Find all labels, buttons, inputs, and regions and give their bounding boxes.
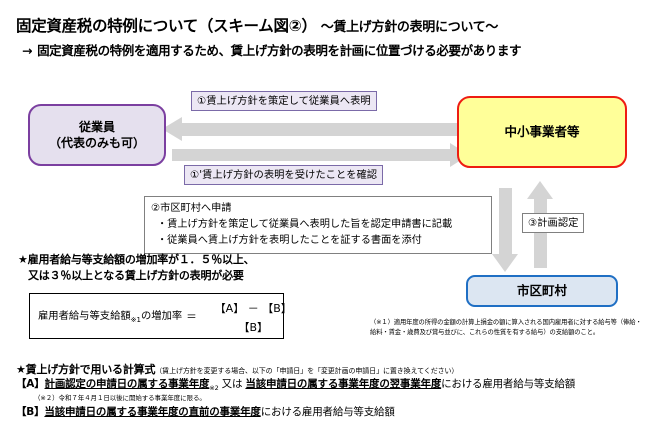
- requirement-line1: ★雇用者給与等支給額の増加率が１．５％以上、: [18, 253, 255, 266]
- arrow-employee-to-sme-shaft: [172, 149, 452, 161]
- node-city: 市区町村: [466, 275, 618, 307]
- label-step3: ③計画認定: [522, 213, 585, 233]
- formula-equals: ＝: [186, 310, 197, 323]
- node-sme-label: 中小事業者等: [504, 123, 580, 139]
- calc-line-a-tail: における雇用者給与等支給額: [441, 378, 576, 390]
- calc-section-heading-text: ★賃上げ方針で用いる計算式: [16, 363, 156, 376]
- calc-line-b-bracket: 【B】: [16, 406, 45, 418]
- calc-line-a: 【A】計画認定の申請日の属する事業年度※2 又は 当該申請日の属する事業年度の翌…: [16, 376, 575, 392]
- footnote-2: （※２）令和７年４月１日以後に開始する事業年度に限る。: [34, 394, 206, 402]
- arrow-sme-to-employee-shaft: [181, 123, 461, 136]
- node-city-label: 市区町村: [516, 282, 567, 298]
- node-employee-line1: 従業員: [78, 119, 115, 134]
- calc-section-heading-note: （賃上げ方針を変更する場合、以下の「申請日」を「変更計画の申請日」に置き換えてく…: [155, 367, 459, 375]
- calc-line-b-tail: における雇用者給与等支給額: [260, 406, 395, 418]
- formula-denominator: 【B】: [238, 321, 268, 334]
- arrow-city-to-sme-head-icon: [527, 181, 553, 199]
- page-subtitle: → 固定資産税の特例を適用するため、賃上げ方針の表明を計画に位置づける必要がありま…: [22, 40, 642, 59]
- node-employee: 従業員 （代表のみも可）: [28, 104, 166, 166]
- arrow-sme-to-employee-head-icon: [162, 117, 182, 141]
- formula-left-label: 雇用者給与等支給額※1の増加率: [38, 307, 182, 324]
- calc-line-b-part1: 当該申請日の属する事業年度の直前の事業年度: [44, 406, 261, 418]
- calc-line-a-mid: 又は: [218, 378, 246, 390]
- node-employee-line2: （代表のみも可）: [48, 136, 145, 150]
- label-step2-line2: ・賃上げ方針を策定して従業員へ表明した旨を認定申請書に記載: [157, 218, 453, 230]
- formula-numerator: 【A】 － 【B】: [214, 302, 292, 315]
- right-arrow-icon: →: [22, 43, 33, 58]
- arrow-sme-to-city-shaft: [499, 188, 512, 256]
- requirement-block: ★雇用者給与等支給額の増加率が１．５％以上、 又は３％以上となる賃上げ方針の表明…: [18, 252, 255, 284]
- calc-line-a-sub: ※2: [209, 384, 219, 393]
- label-step1: ①賃上げ方針を策定して従業員へ表明: [191, 91, 377, 111]
- calc-line-a-bracket: 【A】: [16, 378, 45, 390]
- calc-line-a-part1: 計画認定の申請日の属する事業年度: [44, 378, 210, 390]
- page-subtitle-text: 固定資産税の特例を適用するため、賃上げ方針の表明を計画に位置づける必要があります: [37, 43, 522, 58]
- label-step2-line1: ②市区町村へ申請: [151, 203, 232, 214]
- footnote-1: （※１）適用年度の所得の金額の計算上損金の額に算入される国内雇用者に対する給与等…: [370, 319, 642, 337]
- formula-box: 雇用者給与等支給額※1の増加率 ＝ 【A】 － 【B】 【B】: [29, 293, 292, 339]
- calc-section-heading: ★賃上げ方針で用いる計算式（賃上げ方針を変更する場合、以下の「申請日」を「変更計…: [16, 358, 458, 377]
- calc-line-b: 【B】当該申請日の属する事業年度の直前の事業年度における雇用者給与等支給額: [16, 404, 395, 419]
- page-title-sub: ～賃上げ方針の表明について～: [320, 20, 499, 35]
- arrow-sme-to-city-head-icon: [492, 254, 518, 272]
- calc-line-a-part2: 当該申請日の属する事業年度の翌事業年度: [245, 378, 442, 390]
- formula-left-sub: ※1: [130, 316, 141, 325]
- page-title: 固定資産税の特例について（スキーム図②）～賃上げ方針の表明について～: [16, 14, 636, 36]
- label-step2-line3: ・従業員へ賃上げ方針を表明したことを証する書面を添付: [157, 234, 422, 246]
- label-step1b: ①'賃上げ方針の表明を受けたことを確認: [184, 165, 384, 185]
- formula-left-tail: の増加率: [141, 310, 183, 323]
- arrow-city-to-sme-shaft: [534, 198, 547, 268]
- requirement-line2: 又は３％以上となる賃上げ方針の表明が必要: [28, 268, 244, 282]
- node-sme: 中小事業者等: [457, 96, 627, 168]
- formula-fraction: 【A】 － 【B】 【B】: [205, 297, 302, 335]
- label-step2: ②市区町村へ申請 ・賃上げ方針を策定して従業員へ表明した旨を認定申請書に記載 ・…: [144, 196, 492, 255]
- page-title-main: 固定資産税の特例について（スキーム図②）: [16, 17, 317, 35]
- formula-left-main: 雇用者給与等支給額: [38, 310, 131, 323]
